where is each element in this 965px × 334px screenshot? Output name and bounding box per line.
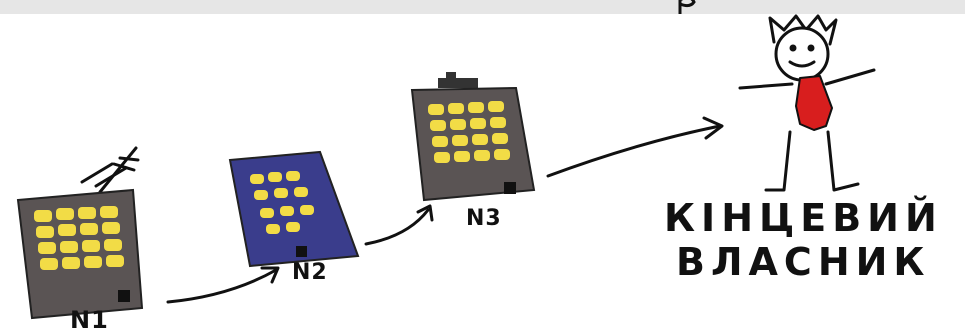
right-leg — [828, 132, 858, 190]
owner-label-line1: КІНЦЕВИЙ — [664, 196, 943, 240]
arrow-n1-to-n2 — [168, 268, 278, 302]
door-n2 — [296, 246, 307, 257]
arrow-n2-to-n3 — [366, 206, 432, 244]
left-arm — [740, 84, 792, 88]
owner-label-line2: ВЛАСНИК — [676, 240, 931, 284]
label-n2: N2 — [292, 260, 328, 285]
left-leg — [766, 132, 790, 190]
head — [776, 28, 828, 80]
antenna-icon — [82, 148, 138, 192]
label-n3: N3 — [466, 206, 502, 231]
door-n3 — [504, 182, 516, 194]
door-n1 — [118, 290, 130, 302]
right-arm — [826, 70, 874, 84]
building-n1 — [18, 148, 142, 318]
label-n1: N1 — [70, 306, 109, 334]
building-n3 — [412, 72, 534, 200]
arrow-n3-to-owner — [548, 118, 722, 176]
building-n2 — [230, 152, 358, 266]
owner-figure — [740, 16, 874, 190]
